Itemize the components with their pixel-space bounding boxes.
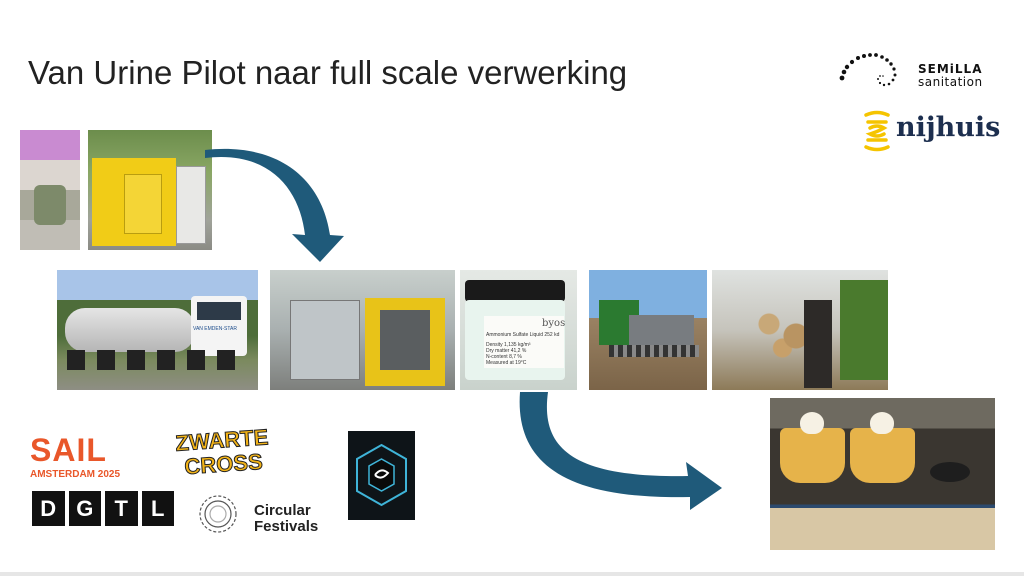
dgtl-letter: D	[32, 491, 65, 526]
dgtl-letter: L	[141, 491, 174, 526]
zwarte-cross-text: ZWARTE CROSS	[174, 424, 270, 480]
semilla-subtitle: sanitation	[918, 75, 983, 89]
dgtl-letter: T	[105, 491, 138, 526]
yellow-urine-unit-photo	[88, 130, 212, 250]
jar-line: Density 1,135 kg/m³	[486, 342, 531, 348]
semilla-name: SEMiLLA	[918, 62, 983, 76]
circular-festivals-line2: Festivals	[254, 518, 319, 535]
potato-harvest-photo	[712, 270, 888, 390]
french-fries-photo	[770, 398, 995, 550]
slide-bottom-border	[0, 572, 1024, 576]
jar-line: N-content 8,7 %	[486, 354, 522, 360]
sail-amsterdam-logo: SAIL AMSTERDAM 2025	[30, 432, 130, 492]
circular-swirl-icon	[199, 495, 237, 533]
jar-line: Measured at 19°C	[486, 360, 527, 366]
nijhuis-name: nijhuis	[896, 112, 1001, 143]
treatment-installation-photo	[270, 270, 455, 390]
nijhuis-wave-icon	[864, 110, 890, 152]
truck-text: VAN EMDEN-STAR	[193, 326, 237, 332]
slide-title: Van Urine Pilot naar full scale verwerki…	[28, 54, 628, 91]
nijhuis-logo: nijhuis	[862, 110, 1001, 155]
jar-brand: byos	[542, 318, 566, 329]
dp-hexagon-logo	[348, 431, 415, 520]
tanker-truck-photo: VAN EMDEN-STAR	[57, 270, 258, 390]
sail-subtitle: AMSTERDAM 2025	[30, 469, 121, 480]
ammonium-sulfate-jar-photo: byos Ammonium Sulfate Liquid 252 kd Dens…	[460, 270, 577, 390]
jar-product: Ammonium Sulfate Liquid 252 kd	[486, 332, 560, 338]
semilla-sanitation-logo: SEMiLLA sanitation	[838, 48, 998, 94]
circular-festivals-logo: Circular Festivals	[196, 492, 336, 542]
dgtl-letter: G	[68, 491, 101, 526]
circular-festivals-line1: Circular	[254, 502, 311, 519]
toilet-urinal-photo	[20, 130, 80, 250]
arrow-fertilizer-to-food	[519, 392, 722, 510]
dgtl-logo: D G T L	[32, 491, 174, 526]
arrow-pilot-to-processing	[205, 148, 344, 262]
tractor-field-photo	[589, 270, 707, 390]
jar-line: Dry matter 41,2 %	[486, 348, 527, 354]
semilla-spiral-icon	[839, 53, 897, 87]
zwarte-cross-logo: ZWARTE CROSS	[166, 424, 296, 489]
hexagon-icon	[356, 443, 407, 507]
sail-name: SAIL	[30, 432, 107, 468]
